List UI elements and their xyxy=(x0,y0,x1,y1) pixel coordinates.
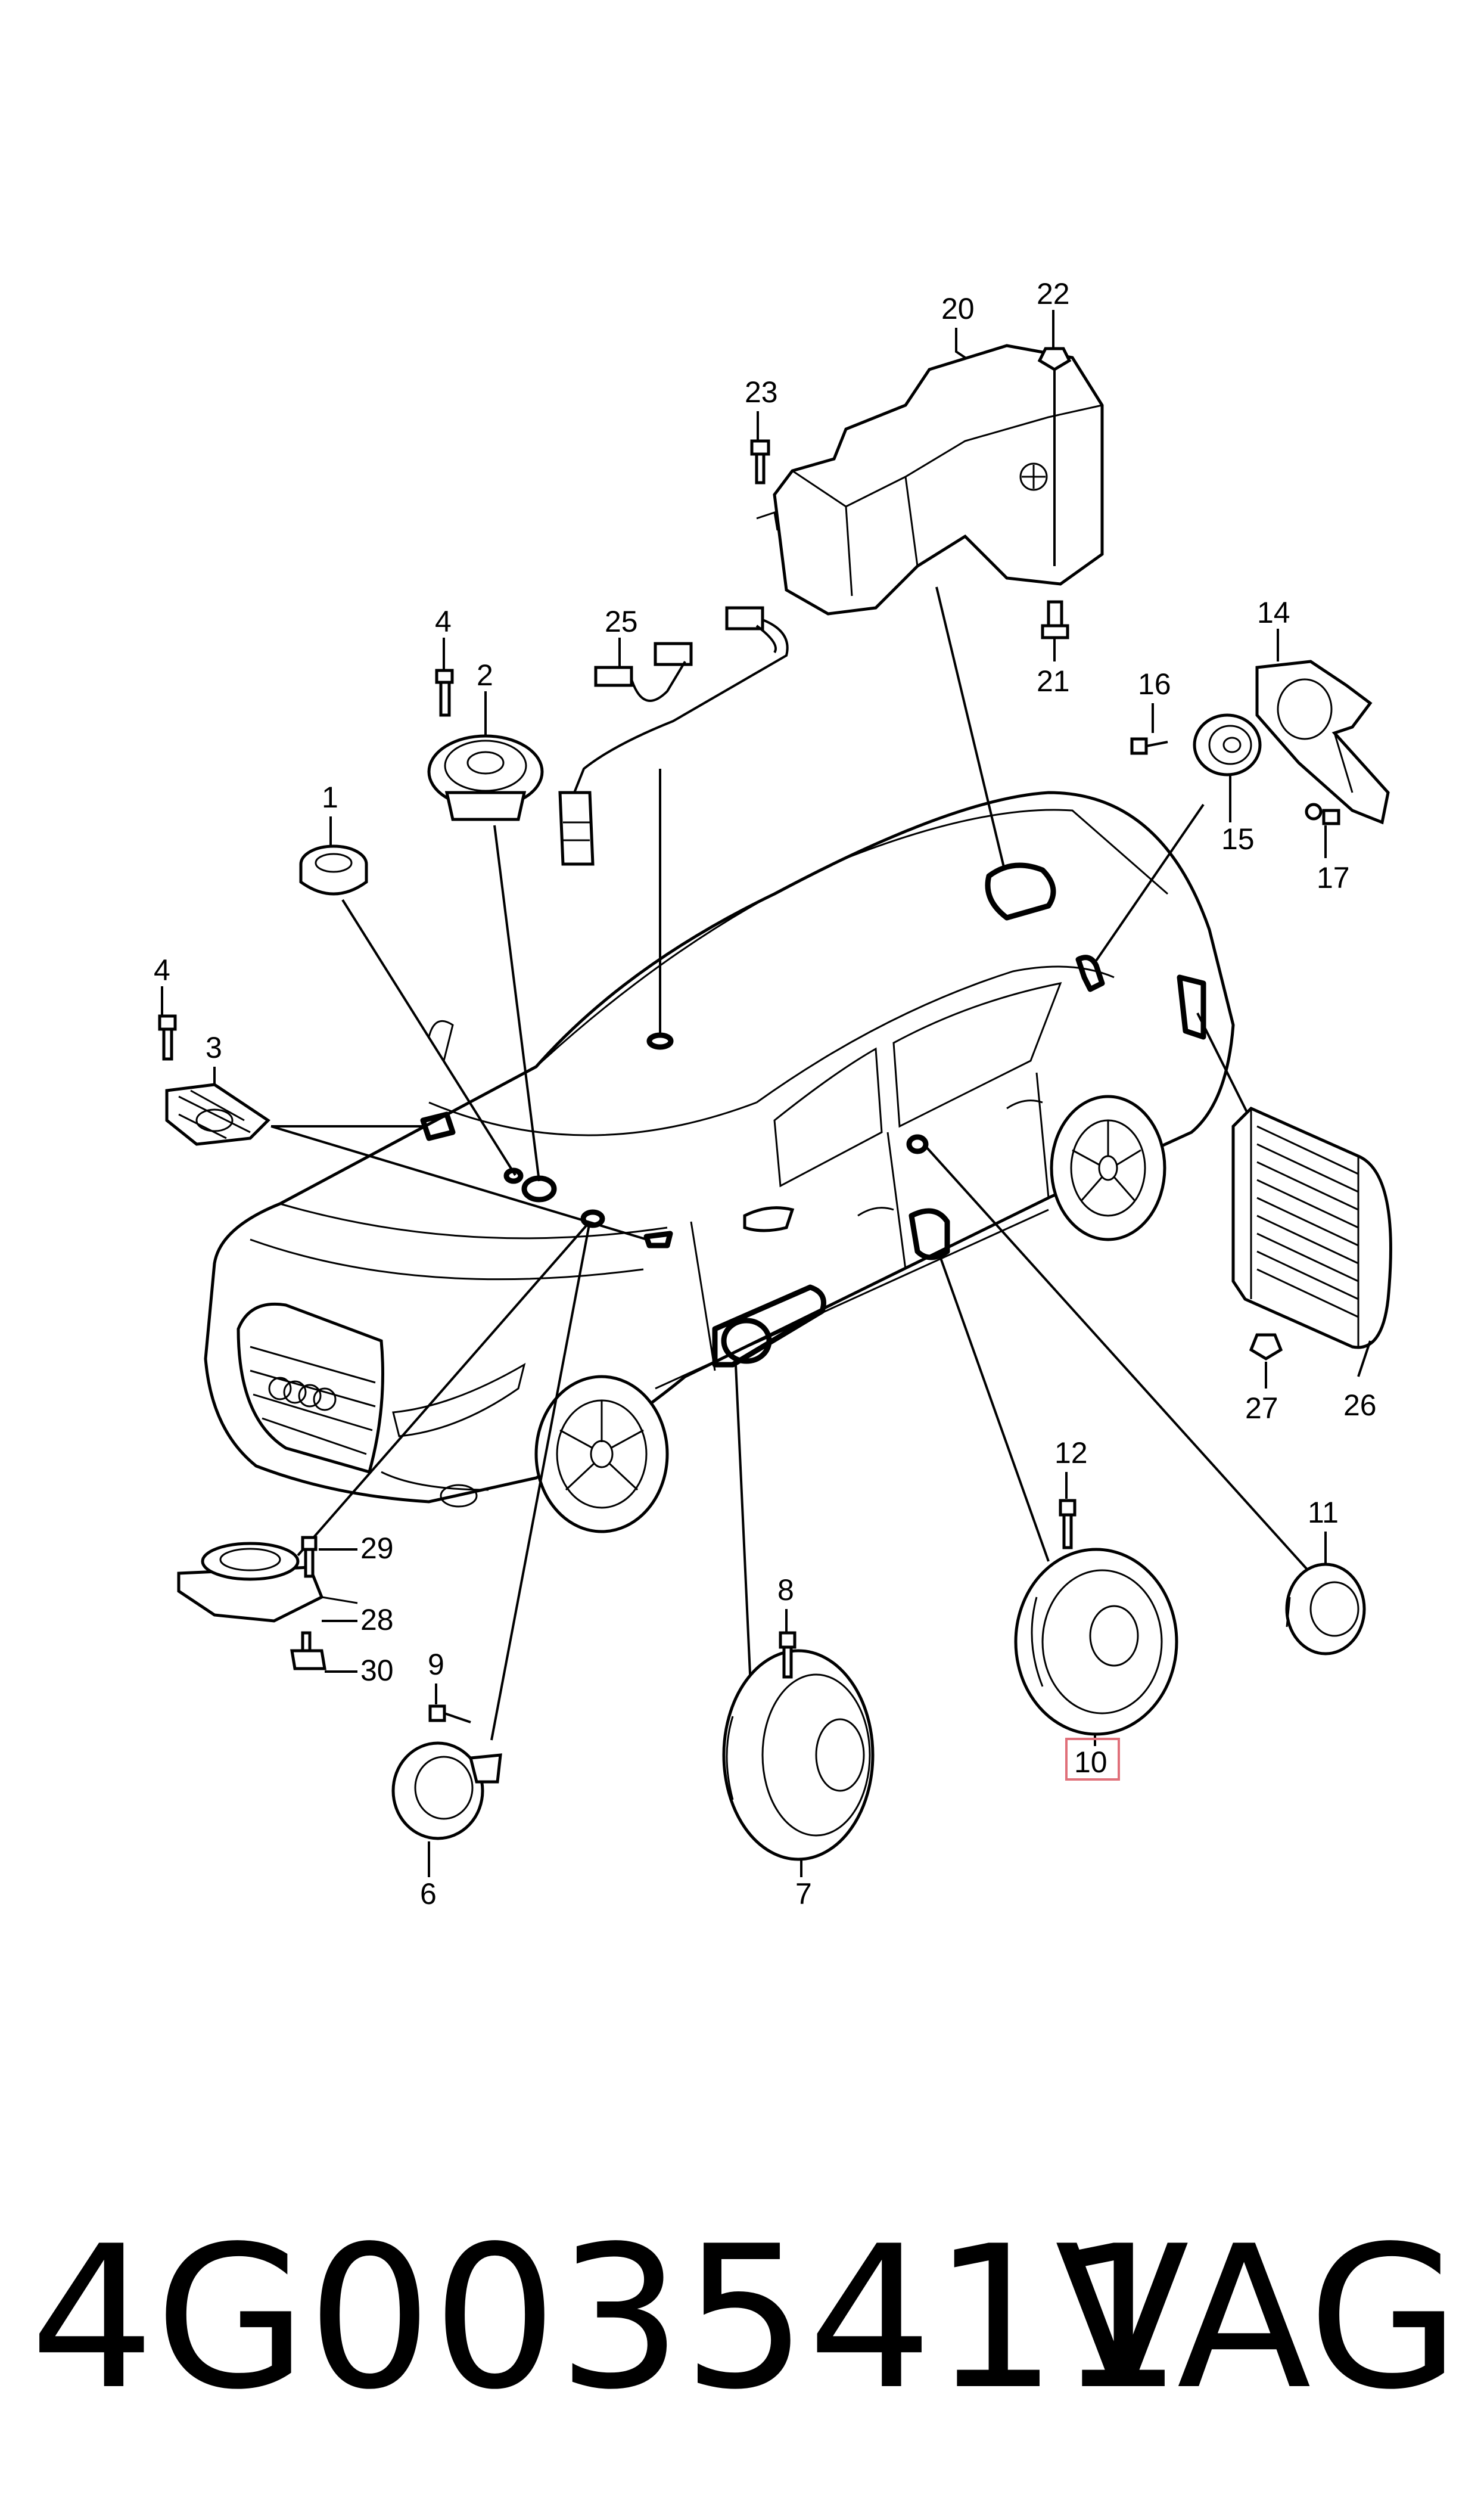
part-25-harness xyxy=(558,606,789,866)
part-number: 4G0035411 xyxy=(30,2204,1183,2433)
callout-4-lower: 4 xyxy=(154,953,170,987)
screw-12 xyxy=(1059,1499,1077,1549)
part-3-bracket xyxy=(165,1083,270,1146)
callout-28: 28 xyxy=(360,1603,394,1636)
screw-4-upper xyxy=(435,669,454,717)
fastener-23 xyxy=(750,439,770,484)
callout-ticks xyxy=(161,310,1371,1877)
screw-9 xyxy=(428,1704,471,1723)
callout-10-highlight-box xyxy=(1065,1738,1120,1781)
callout-3: 3 xyxy=(206,1031,222,1064)
callout-30: 30 xyxy=(360,1654,394,1687)
front-wheel xyxy=(534,1375,669,1533)
callout-21: 21 xyxy=(1037,664,1070,698)
part-11-tweeter xyxy=(1285,1563,1366,1655)
callout-27: 27 xyxy=(1245,1391,1278,1425)
callout-11: 11 xyxy=(1308,1496,1339,1529)
part-28-speaker xyxy=(177,1542,358,1623)
part-14-bracket xyxy=(1255,660,1390,825)
callout-29: 29 xyxy=(360,1532,394,1565)
callout-2: 2 xyxy=(477,659,493,692)
callout-20: 20 xyxy=(941,292,975,325)
callout-7: 7 xyxy=(795,1877,812,1911)
part-1-tweeter xyxy=(299,844,368,896)
callout-9: 9 xyxy=(428,1648,444,1681)
part-26-amplifier xyxy=(1231,1107,1392,1349)
callout-6: 6 xyxy=(420,1877,437,1911)
part-6-tweeter xyxy=(391,1741,502,1840)
part-15-speaker xyxy=(1193,713,1262,776)
callout-23: 23 xyxy=(745,375,778,409)
callout-22: 22 xyxy=(1037,277,1070,310)
callout-14: 14 xyxy=(1257,596,1290,629)
part-10-speaker xyxy=(1014,1548,1178,1736)
leader-lines xyxy=(270,586,1312,1741)
nut-27 xyxy=(1249,1333,1283,1361)
fastener-21 xyxy=(1041,600,1069,639)
callout-8: 8 xyxy=(777,1573,794,1607)
car-body xyxy=(204,791,1235,1533)
clip-17 xyxy=(1305,803,1340,825)
callout-4-upper: 4 xyxy=(435,605,452,638)
fastener-22 xyxy=(1037,347,1072,566)
part-2-speaker xyxy=(427,734,544,821)
callout-26: 26 xyxy=(1343,1389,1377,1422)
part-7-woofer xyxy=(722,1649,875,1861)
part-20-housing xyxy=(756,344,1104,616)
callout-25: 25 xyxy=(605,605,638,638)
screw-16 xyxy=(1130,737,1168,755)
rear-wheel xyxy=(1050,1095,1166,1241)
callout-labels: 1 2 3 4 4 6 7 8 9 10 11 12 14 15 16 17 2… xyxy=(154,277,1377,1911)
callout-10: 10 xyxy=(1074,1745,1107,1779)
callout-17: 17 xyxy=(1317,861,1350,894)
callout-12: 12 xyxy=(1054,1436,1088,1470)
callout-16: 16 xyxy=(1138,667,1171,701)
screw-4-lower xyxy=(158,1014,177,1061)
screw-8 xyxy=(779,1631,797,1679)
clip-30 xyxy=(290,1631,326,1670)
brand-name: VAG xyxy=(1054,2204,1460,2433)
callout-1: 1 xyxy=(322,781,338,814)
callout-15: 15 xyxy=(1221,822,1255,856)
screw-29 xyxy=(301,1536,318,1578)
